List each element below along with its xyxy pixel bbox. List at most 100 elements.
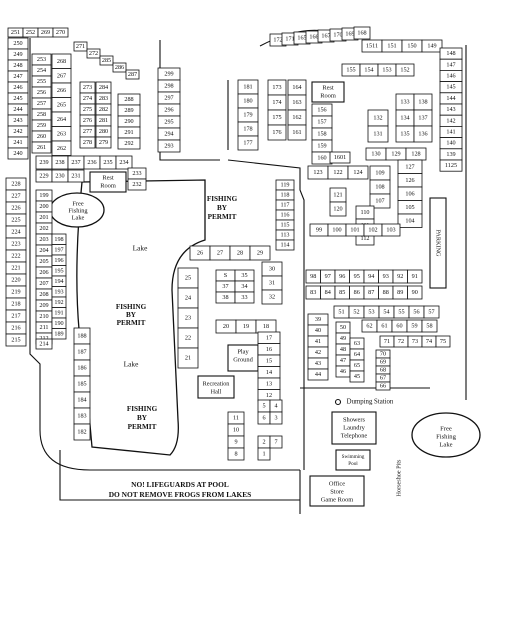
campsite-214[interactable]: 214	[35, 338, 53, 350]
campsite-56[interactable]: 56	[408, 305, 425, 319]
campsite-200[interactable]: 200	[35, 200, 53, 213]
campsite-196[interactable]: 196	[51, 254, 67, 266]
campsite-lot[interactable]	[407, 269, 423, 284]
campsite-292[interactable]: 292	[117, 137, 141, 150]
campsite-189[interactable]: 189	[51, 328, 67, 340]
campsite-194[interactable]: 194	[51, 275, 67, 287]
campsite-42[interactable]: 42	[307, 346, 329, 359]
campsite-95[interactable]: 95	[349, 269, 365, 284]
campsite-257[interactable]: 257	[31, 97, 52, 110]
campsite-1125[interactable]: 1125	[439, 159, 463, 172]
campsite-lot[interactable]	[381, 223, 401, 237]
campsite-273[interactable]: 273	[79, 81, 96, 94]
campsite-297[interactable]: 297	[157, 91, 181, 105]
campsite-133[interactable]: 133	[395, 93, 415, 111]
campsite-113[interactable]: 113	[275, 229, 295, 241]
campsite-65[interactable]: 65	[349, 359, 365, 372]
campsite-216[interactable]: 216	[5, 321, 27, 335]
campsite-130[interactable]: 130	[365, 147, 387, 161]
campsite-lot[interactable]	[73, 423, 91, 441]
campsite-lot[interactable]	[397, 213, 423, 228]
campsite-lot[interactable]	[421, 39, 443, 53]
campsite-121[interactable]: 121	[329, 187, 347, 203]
campsite-85[interactable]: 85	[334, 285, 350, 300]
campsite-210[interactable]: 210	[35, 310, 53, 323]
campsite-75[interactable]: 75	[435, 335, 451, 348]
campsite-126[interactable]: 126	[397, 173, 423, 188]
campsite-270[interactable]: 270	[52, 27, 69, 38]
campsite-104[interactable]: 104	[397, 213, 423, 228]
campsite-154[interactable]: 154	[359, 63, 379, 77]
campsite-lot[interactable]	[261, 289, 283, 305]
campsite-160[interactable]: 160	[311, 151, 333, 165]
campsite-105[interactable]: 105	[397, 200, 423, 215]
campsite-156[interactable]: 156	[311, 103, 333, 117]
campsite-49[interactable]: 49	[335, 332, 351, 345]
campsite-117[interactable]: 117	[275, 199, 295, 211]
campsite-22[interactable]: 22	[177, 327, 199, 349]
campsite-6[interactable]: 6	[257, 411, 271, 425]
campsite-38[interactable]: 38	[215, 291, 236, 304]
campsite-261[interactable]: 261	[31, 141, 52, 154]
campsite-99[interactable]: 99	[309, 223, 329, 237]
campsite-37[interactable]: 37	[215, 280, 236, 293]
campsite-64[interactable]: 64	[349, 348, 365, 361]
campsite-102[interactable]: 102	[363, 223, 383, 237]
campsite-lot[interactable]	[73, 41, 88, 52]
campsite-231[interactable]: 231	[67, 169, 85, 183]
campsite-114[interactable]: 114	[275, 239, 295, 251]
campsite-207[interactable]: 207	[35, 277, 53, 290]
campsite-190[interactable]: 190	[51, 317, 67, 329]
campsite-240[interactable]: 240	[7, 147, 29, 160]
campsite-129[interactable]: 129	[385, 147, 407, 161]
campsite-50[interactable]: 50	[335, 321, 351, 334]
campsite-107[interactable]: 107	[369, 193, 391, 209]
campsite-34[interactable]: 34	[234, 280, 255, 293]
campsite-138[interactable]: 138	[413, 93, 433, 111]
campsite-226[interactable]: 226	[5, 201, 27, 215]
campsite-8[interactable]: 8	[227, 447, 245, 461]
campsite-223[interactable]: 223	[5, 237, 27, 251]
campsite-44[interactable]: 44	[307, 368, 329, 381]
campsite-84[interactable]: 84	[320, 285, 336, 300]
campsite-283[interactable]: 283	[95, 92, 112, 105]
campsite-162[interactable]: 162	[287, 109, 307, 126]
campsite-lot[interactable]	[227, 447, 245, 461]
campsite-183[interactable]: 183	[73, 407, 91, 425]
campsite-145[interactable]: 145	[439, 81, 463, 94]
campsite-66[interactable]: 66	[375, 381, 391, 391]
campsite-299[interactable]: 299	[157, 67, 181, 81]
campsite-73[interactable]: 73	[407, 335, 423, 348]
campsite-242[interactable]: 242	[7, 125, 29, 138]
campsite-243[interactable]: 243	[7, 114, 29, 127]
campsite-164[interactable]: 164	[287, 79, 307, 96]
campsite-72[interactable]: 72	[393, 335, 409, 348]
campsite-193[interactable]: 193	[51, 286, 67, 298]
campsite-228[interactable]: 228	[5, 177, 27, 191]
campsite-229[interactable]: 229	[35, 169, 53, 183]
campsite-lot[interactable]	[347, 165, 369, 180]
campsite-lot[interactable]	[413, 125, 433, 143]
campsite-100[interactable]: 100	[327, 223, 347, 237]
campsite-lot[interactable]	[5, 333, 27, 347]
campsite-141[interactable]: 141	[439, 126, 463, 139]
campsite-219[interactable]: 219	[5, 285, 27, 299]
campsite-69[interactable]: 69	[375, 357, 391, 367]
campsite-88[interactable]: 88	[378, 285, 394, 300]
campsite-2[interactable]: 2	[257, 435, 271, 449]
campsite-96[interactable]: 96	[334, 269, 350, 284]
campsite-220[interactable]: 220	[5, 273, 27, 287]
campsite-58[interactable]: 58	[421, 319, 438, 333]
campsite-198[interactable]: 198	[51, 233, 67, 245]
campsite-71[interactable]: 71	[379, 335, 395, 348]
campsite-25[interactable]: 25	[177, 267, 199, 289]
campsite-274[interactable]: 274	[79, 92, 96, 105]
campsite-244[interactable]: 244	[7, 103, 29, 116]
campsite-40[interactable]: 40	[307, 324, 329, 337]
campsite-158[interactable]: 158	[311, 127, 333, 141]
campsite-291[interactable]: 291	[117, 126, 141, 139]
campsite-181[interactable]: 181	[237, 79, 259, 95]
campsite-281[interactable]: 281	[95, 114, 112, 127]
campsite-222[interactable]: 222	[5, 249, 27, 263]
campsite-68[interactable]: 68	[375, 365, 391, 375]
